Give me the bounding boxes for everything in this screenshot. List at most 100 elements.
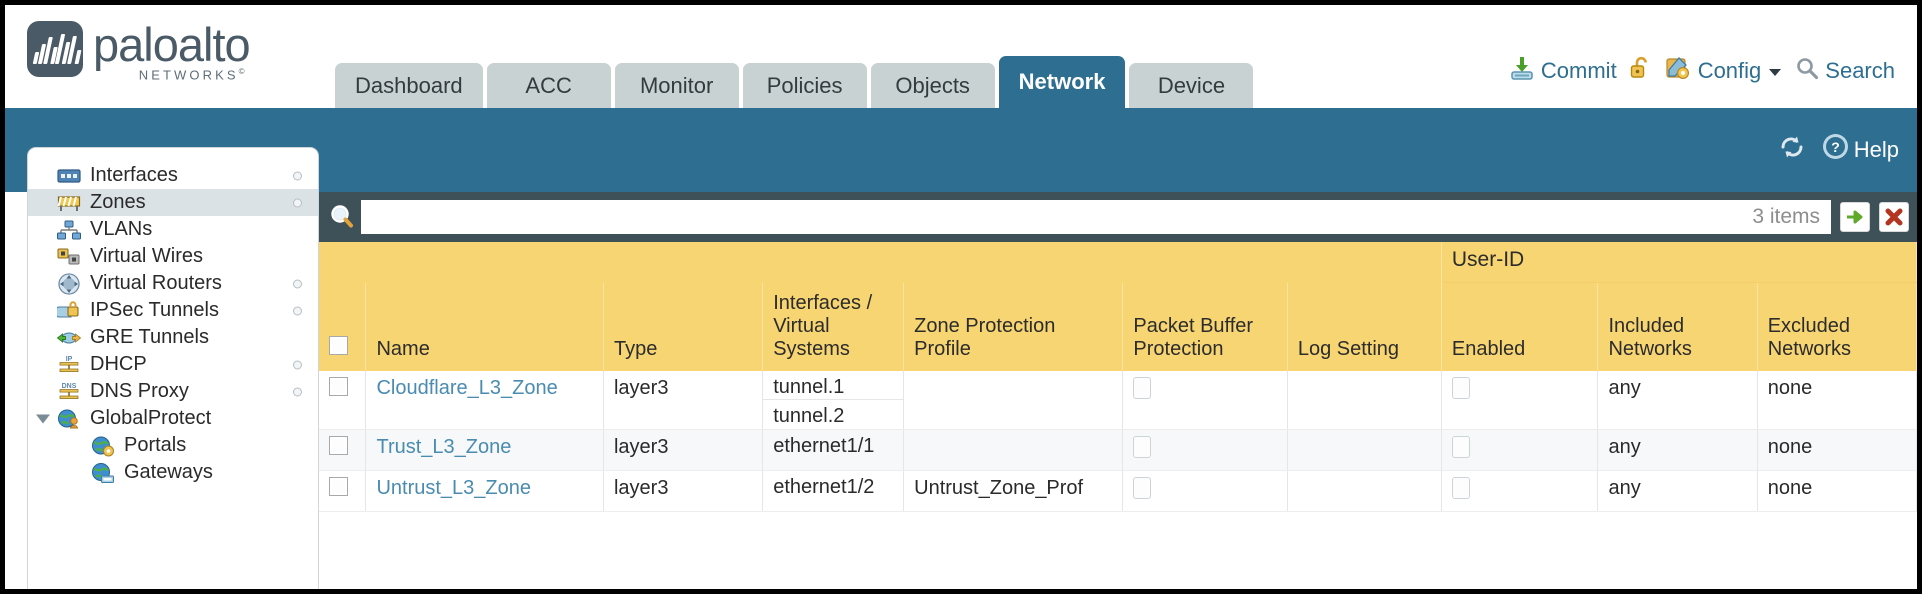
virtual-routers-icon: [56, 272, 82, 295]
svg-text:DNS: DNS: [62, 383, 77, 390]
row-select-cell[interactable]: [319, 470, 367, 512]
column-header-excluded-networks[interactable]: Excluded Networks: [1757, 282, 1917, 371]
cell-log-setting: [1287, 370, 1442, 430]
sidebar-item-dns-proxy[interactable]: DNS DNS Proxy: [28, 378, 318, 405]
sidebar-item-interfaces[interactable]: Interfaces: [28, 162, 318, 189]
column-header-name[interactable]: Name: [365, 282, 604, 371]
select-all-header[interactable]: [319, 282, 367, 371]
sidebar-item-gre-tunnels[interactable]: GRE Tunnels: [28, 324, 318, 351]
sidebar-item-globalprotect[interactable]: GlobalProtect: [28, 405, 318, 432]
table-group-header-row: User-ID: [319, 242, 1917, 283]
column-header-interfaces[interactable]: Interfaces / Virtual Systems: [762, 282, 905, 371]
commit-button[interactable]: Commit: [1509, 55, 1617, 87]
sidebar-label: Zones: [90, 191, 146, 213]
sidebar-label: DHCP: [90, 353, 147, 375]
select-all-checkbox[interactable]: [329, 335, 348, 355]
cell-included-networks: any: [1597, 429, 1758, 471]
tab-acc[interactable]: ACC: [486, 63, 611, 108]
search-input[interactable]: 3 items: [361, 200, 1831, 234]
sidebar-item-vlans[interactable]: VLANs: [28, 216, 318, 243]
cell-name[interactable]: Trust_L3_Zone: [365, 429, 604, 471]
zone-name-link[interactable]: Cloudflare_L3_Zone: [376, 376, 558, 399]
item-count-label: 3 items: [1752, 205, 1820, 228]
column-header-enabled[interactable]: Enabled: [1441, 282, 1599, 371]
column-header-log-setting[interactable]: Log Setting: [1287, 282, 1442, 371]
zone-name-link[interactable]: Trust_L3_Zone: [376, 435, 512, 458]
column-header-packet-buffer-protection[interactable]: Packet Buffer Protection: [1122, 282, 1288, 371]
zone-name-link[interactable]: Untrust_L3_Zone: [376, 476, 532, 499]
paloalto-logo-mark: [27, 21, 83, 77]
row-select-cell[interactable]: [319, 370, 367, 430]
sidebar-item-ipsec-tunnels[interactable]: IPSec Tunnels: [28, 297, 318, 324]
sidebar-item-portals[interactable]: Portals: [28, 432, 318, 459]
column-header-incl-line2: Networks: [1608, 337, 1692, 360]
packet-buffer-checkbox[interactable]: [1133, 435, 1152, 458]
sidebar-label: Interfaces: [90, 164, 178, 186]
lock-open-icon[interactable]: [1629, 55, 1653, 87]
tab-dashboard[interactable]: Dashboard: [335, 63, 483, 108]
sidebar-item-gateways[interactable]: Gateways: [28, 459, 318, 486]
brand-tagline-text: NETWORKS: [138, 67, 239, 83]
userid-enabled-checkbox[interactable]: [1451, 376, 1470, 399]
cell-userid-enabled[interactable]: [1441, 370, 1599, 430]
row-checkbox[interactable]: [329, 376, 348, 396]
column-header-included-networks[interactable]: Included Networks: [1597, 282, 1758, 371]
main-content-panel: 3 items: [319, 192, 1917, 589]
interface-entry: ethernet1/2: [773, 475, 875, 498]
cell-userid-enabled[interactable]: [1441, 470, 1599, 512]
globalprotect-icon: [56, 409, 82, 429]
main-nav-tabs: Dashboard ACC Monitor Policies Objects N…: [335, 53, 1254, 108]
help-label: Help: [1853, 136, 1899, 162]
tab-objects[interactable]: Objects: [870, 63, 995, 108]
search-button[interactable]: Search: [1795, 56, 1895, 86]
cell-packet-buffer-protection[interactable]: [1122, 429, 1288, 471]
top-bar: paloalto NETWORKS© Dashboard ACC Monitor…: [5, 5, 1917, 108]
expand-caret-icon[interactable]: [36, 414, 50, 423]
tab-policies[interactable]: Policies: [742, 63, 867, 108]
cell-interfaces: ethernet1/2: [762, 470, 905, 512]
left-sidebar: Interfaces Zones: [27, 147, 319, 589]
sidebar-item-zones[interactable]: Zones: [28, 189, 318, 216]
cell-excluded-networks: none: [1757, 370, 1917, 430]
filter-search-icon[interactable]: [325, 200, 359, 234]
userid-enabled-checkbox[interactable]: [1451, 435, 1470, 458]
cell-name[interactable]: Cloudflare_L3_Zone: [365, 370, 604, 430]
tab-network[interactable]: Network: [998, 56, 1126, 108]
clear-filter-button[interactable]: [1879, 202, 1909, 232]
cell-name[interactable]: Untrust_L3_Zone: [365, 470, 604, 512]
row-select-cell[interactable]: [319, 429, 367, 471]
column-header-zone-protection-profile[interactable]: Zone Protection Profile: [903, 282, 1124, 371]
cell-zone-protection-profile: [903, 370, 1124, 430]
column-header-interfaces-line2: Virtual: [773, 314, 830, 337]
interfaces-icon: [56, 166, 82, 186]
status-dot: [293, 387, 302, 396]
column-header-type[interactable]: Type: [603, 282, 764, 371]
tab-device[interactable]: Device: [1129, 63, 1254, 108]
status-dot: [293, 279, 302, 288]
row-checkbox[interactable]: [329, 476, 348, 496]
row-checkbox[interactable]: [329, 435, 348, 455]
table-row[interactable]: Cloudflare_L3_Zone layer3 tunnel.1 tunne…: [319, 370, 1917, 430]
tab-monitor[interactable]: Monitor: [614, 63, 739, 108]
userid-enabled-checkbox[interactable]: [1451, 476, 1470, 499]
apply-filter-button[interactable]: [1840, 202, 1870, 232]
table-row[interactable]: Untrust_L3_Zone layer3 ethernet1/2 Untru…: [319, 470, 1917, 512]
sidebar-item-virtual-routers[interactable]: Virtual Routers: [28, 270, 318, 297]
zones-table: User-ID Name Type Interfaces / Virtual S…: [319, 242, 1917, 512]
column-header-zpp-line2: Profile: [914, 337, 971, 360]
table-row[interactable]: Trust_L3_Zone layer3 ethernet1/1: [319, 429, 1917, 471]
cell-packet-buffer-protection[interactable]: [1122, 470, 1288, 512]
sidebar-item-virtual-wires[interactable]: Virtual Wires: [28, 243, 318, 270]
help-button[interactable]: ? Help: [1822, 133, 1899, 166]
sidebar-item-dhcp[interactable]: IP DHCP: [28, 351, 318, 378]
chevron-down-icon: [1767, 58, 1783, 84]
cell-log-setting: [1287, 470, 1442, 512]
cell-userid-enabled[interactable]: [1441, 429, 1599, 471]
config-menu[interactable]: Config: [1665, 55, 1784, 87]
cell-packet-buffer-protection[interactable]: [1122, 370, 1288, 430]
config-label: Config: [1697, 58, 1762, 83]
refresh-icon[interactable]: [1778, 134, 1806, 166]
sidebar-label: DNS Proxy: [90, 380, 189, 402]
packet-buffer-checkbox[interactable]: [1133, 376, 1152, 399]
packet-buffer-checkbox[interactable]: [1133, 476, 1152, 499]
